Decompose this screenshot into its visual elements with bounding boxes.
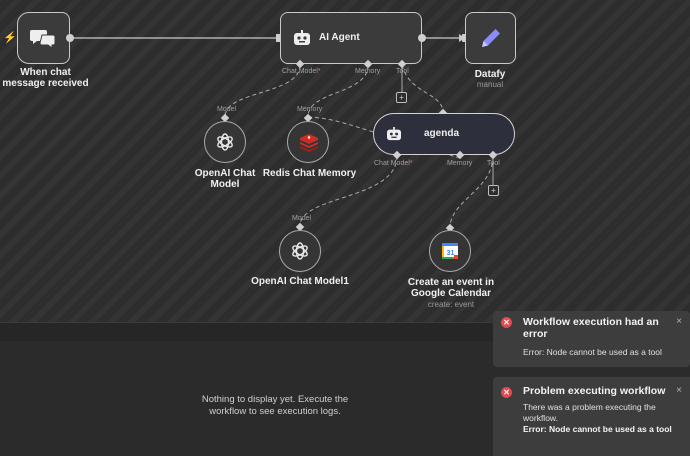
workflow-canvas[interactable]: ⚡ When chat message received AI Agent Ch… [0, 0, 690, 322]
redis-chat-memory-node[interactable] [287, 121, 329, 163]
error-toast-2[interactable]: ✕ Problem executing workflow × There was… [493, 377, 690, 456]
agenda-port-chat-model-label: Chat Model* [374, 160, 413, 167]
error-icon: ✕ [501, 317, 512, 328]
redis-chat-memory-label: Redis Chat Memory [262, 168, 357, 179]
agenda-agent-node[interactable]: agenda [373, 113, 515, 155]
edge-agent-tool-agenda[interactable] [401, 64, 444, 114]
openai-icon [217, 133, 233, 151]
redis-icon [300, 134, 318, 152]
edge-agenda-model1[interactable] [299, 155, 398, 227]
trigger-label: When chat message received [2, 67, 89, 89]
datafy-sublabel: manual [476, 80, 504, 89]
toast-title: Problem executing workflow [523, 385, 666, 397]
ai-agent-node[interactable]: AI Agent [280, 12, 422, 64]
openai1-port-label: Model [292, 215, 312, 222]
logs-empty-message: Nothing to display yet. Execute the work… [201, 394, 349, 417]
openai-chat-model-label: OpenAI Chat Model [194, 168, 256, 190]
error-toast-1[interactable]: ✕ Workflow execution had an error × Erro… [493, 311, 690, 367]
google-calendar-sublabel: create: event [427, 300, 475, 309]
edge-agent-model[interactable] [224, 64, 301, 118]
toast-body: There was a problem executing the workfl… [523, 402, 673, 435]
ai-agent-title: AI Agent [319, 32, 360, 43]
toast-title: Workflow execution had an error [523, 316, 659, 340]
trigger-node[interactable] [17, 12, 70, 64]
agenda-title: agenda [424, 128, 460, 139]
close-icon[interactable]: × [676, 385, 682, 396]
openai-chat-model-node[interactable] [204, 121, 246, 163]
gcal-day: 31 [447, 250, 455, 257]
agent-add-tool-button[interactable]: + [396, 92, 407, 103]
agent-port-tool-label: Tool [396, 68, 409, 75]
openai-icon [292, 242, 308, 260]
agenda-add-tool-button[interactable]: + [488, 185, 499, 196]
agent-output-handle[interactable] [418, 34, 426, 42]
openai-chat-model1-label: OpenAI Chat Model1 [251, 276, 349, 287]
error-icon: ✕ [501, 387, 512, 398]
edge-agent-memory[interactable] [307, 64, 369, 118]
edge-redis-agenda[interactable] [307, 116, 461, 159]
datafy-node[interactable] [465, 12, 516, 64]
agenda-port-memory-label: Memory [447, 160, 473, 167]
robot-icon [294, 30, 310, 45]
connections-layer [70, 34, 494, 229]
datafy-label: Datafy [474, 69, 506, 80]
chat-bubbles-icon [30, 30, 56, 49]
toast-error-detail: Error: Node cannot be used as a tool [523, 424, 672, 434]
datafy-input-handle[interactable] [462, 34, 467, 42]
trigger-output-handle[interactable] [66, 34, 74, 42]
google-calendar-icon: 31 [442, 243, 458, 259]
openai-port-label: Model [217, 106, 237, 113]
pencil-icon [482, 29, 500, 47]
agent-port-memory-label: Memory [355, 68, 381, 75]
agent-port-chat-model-label: Chat Model* [282, 68, 321, 75]
trigger-bolt-icon: ⚡ [3, 32, 17, 44]
agent-input-handle[interactable] [276, 34, 281, 42]
robot-icon [387, 127, 401, 141]
toast-body: Error: Node cannot be used as a tool [523, 347, 662, 357]
google-calendar-label: Create an event in Google Calendar [407, 277, 495, 299]
toast-message: There was a problem executing the workfl… [523, 402, 656, 423]
redis-port-label: Memory [297, 106, 323, 113]
edge-agenda-gcal[interactable] [449, 155, 494, 229]
openai-chat-model1-node[interactable] [279, 230, 321, 272]
close-icon[interactable]: × [676, 316, 682, 327]
google-calendar-node[interactable]: 31 [429, 230, 471, 272]
agenda-port-tool-label: Tool [487, 160, 500, 167]
